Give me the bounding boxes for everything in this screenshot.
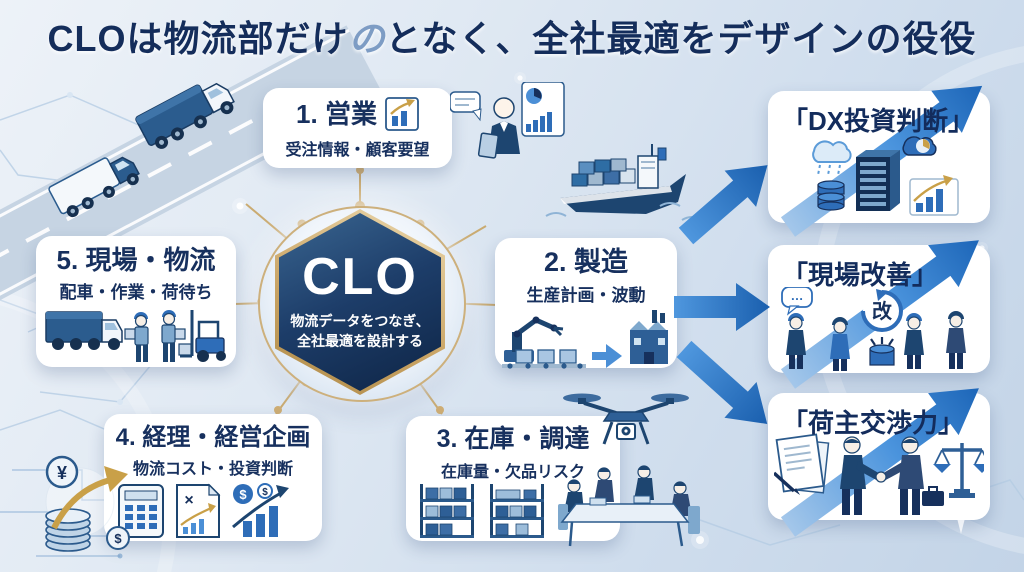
dollar-coin-icon	[106, 526, 130, 550]
warehouse-racks-icon	[420, 483, 544, 538]
scales-icon	[933, 443, 984, 498]
title-prefix: CLOは物流部だけ	[47, 18, 349, 59]
calculator-icon	[118, 484, 164, 539]
arrow-to-kaizen-icon	[674, 283, 770, 331]
outcome-dx-label: 「DX投資判断」	[782, 106, 975, 136]
dept-card-sales: 1. 営業 受注情報・顧客要望	[263, 88, 452, 168]
person-icon	[634, 465, 654, 500]
person-icon	[670, 481, 700, 534]
parts-barrel-icon	[869, 337, 895, 366]
dept-accounting-sub: 物流コスト・投資判断	[132, 461, 293, 479]
cost-coins-icon: ¥ $	[45, 455, 130, 552]
database-icon	[817, 180, 845, 211]
handshake-people-icon	[840, 436, 944, 515]
dept-field-sub: 配車・作業・荷待ち	[59, 282, 213, 302]
person-icon	[594, 467, 614, 502]
profit-chart-icon: $ $	[232, 483, 289, 538]
cargo-ship-icon	[545, 144, 701, 221]
outcome-card-dx: 「DX投資判断」	[768, 85, 990, 237]
dept-manufacturing-label: 2. 製造	[543, 247, 629, 277]
logistics-scene-icon	[45, 309, 226, 362]
outcome-negotiation-label: 「荷主交渉力」	[782, 408, 965, 438]
cloud-icon	[812, 140, 852, 176]
kaizen-glyph: 改	[872, 299, 893, 323]
dept-field-label: 5. 現場・物流	[56, 245, 216, 275]
cloud-pie-icon	[902, 136, 937, 156]
speech-bubble-icon: …	[781, 287, 813, 316]
dept-sales-label: 1. 営業	[296, 98, 377, 129]
server-rack-icon	[856, 150, 900, 211]
arrow-to-dx-icon	[678, 165, 768, 245]
multiply-glyph: ×	[184, 492, 193, 509]
dept-inventory-sub: 在庫量・欠品リスク	[440, 463, 585, 481]
truck-icon	[45, 310, 123, 350]
clo-tagline-line2: 全社最適を設計する	[297, 333, 423, 349]
worker-icon	[786, 313, 806, 369]
kaizen-badge-icon: 改	[861, 289, 903, 332]
truck-icon	[135, 82, 235, 149]
dept-inventory-label: 3. 在庫・調達	[436, 425, 590, 453]
flow-arrow-icon	[592, 343, 622, 368]
worker-icon	[161, 309, 186, 362]
yen-glyph: ¥	[57, 463, 67, 483]
meeting-people-icon	[558, 465, 700, 547]
growth-arrow-icon	[780, 388, 979, 537]
finance-icons: × $ $	[118, 483, 289, 539]
title-accent: の	[348, 19, 386, 59]
report-document-icon: ×	[176, 483, 221, 539]
outcome-card-kaizen: 「現場改善」 … 改	[768, 240, 990, 389]
kpi-chart-icon	[909, 175, 959, 216]
negotiation-scene-icon	[774, 433, 984, 515]
ellipsis-glyph: …	[791, 288, 804, 303]
factory-icon	[630, 309, 668, 364]
dept-card-field: 5. 現場・物流 配車・作業・荷待ち	[36, 236, 236, 367]
dept-card-accounting: 4. 経理・経営企画 物流コスト・投資判断 ×	[104, 414, 322, 541]
clo-acronym: CLO	[302, 247, 418, 306]
dept-card-manufacturing: 2. 製造 生産計画・波動	[495, 238, 677, 369]
page-title: CLOは物流部だけのとなく、全社最適をデザインの役役	[0, 10, 1024, 62]
clo-hexagon: CLO 物流データをつなぎ、 全社最適を設計する	[275, 209, 445, 395]
clo-tagline: 物流データをつなぎ、 全社最適を設計する	[290, 311, 429, 352]
gold-arrow-icon	[51, 477, 111, 530]
dollar-glyph: $	[262, 487, 268, 498]
growth-chart-icon	[385, 97, 419, 131]
dept-sales-sub: 受注情報・顧客要望	[285, 142, 430, 159]
truck-icon	[48, 156, 140, 218]
forklift-icon	[178, 309, 226, 362]
outcome-card-negotiation: 「荷主交渉力」	[768, 388, 990, 537]
dept-accounting-label: 4. 経理・経営企画	[115, 424, 311, 451]
dx-tech-icon	[812, 136, 959, 216]
title-suffix: となく、全社最適をデザインの役役	[385, 18, 977, 59]
businessman-icon	[450, 82, 565, 159]
yen-coin-icon	[45, 455, 79, 489]
outcome-kaizen-label: 「現場改善」	[782, 260, 939, 290]
arrow-to-negotiation-icon	[676, 340, 768, 424]
drone-icon	[563, 393, 689, 445]
dept-manufacturing-sub: 生産計画・波動	[526, 285, 646, 305]
worker-icon	[830, 317, 850, 371]
worker-icon	[946, 311, 966, 369]
kaizen-team-icon: … 改	[781, 287, 966, 371]
factory-line-icon	[502, 309, 668, 369]
worker-icon	[124, 311, 149, 362]
contract-icon	[774, 433, 830, 495]
clo-tagline-line1: 物流データをつなぎ、	[290, 312, 430, 329]
coin-stack-icon	[45, 508, 91, 552]
dollar-glyph: $	[239, 487, 247, 502]
dollar-glyph: $	[114, 531, 122, 546]
worker-icon	[904, 313, 924, 369]
